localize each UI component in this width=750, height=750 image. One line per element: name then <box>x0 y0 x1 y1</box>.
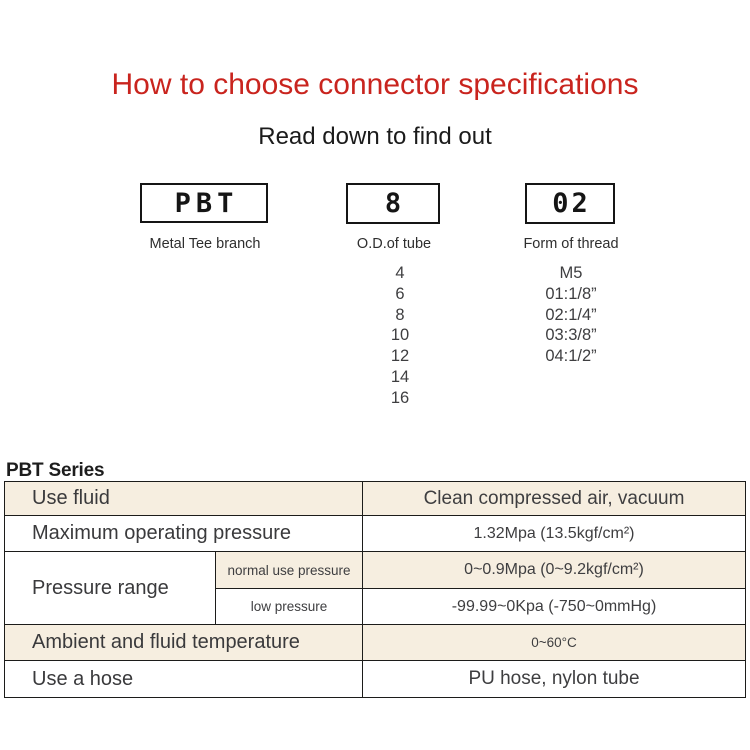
thread-form-option: M5 <box>559 264 583 282</box>
code-box-tube-od: 8 <box>346 183 440 224</box>
thread-form-option: 04:1/2” <box>545 347 597 366</box>
spec-label-pressure-range: Pressure range <box>4 551 216 625</box>
tube-od-option: 14 <box>390 367 410 386</box>
spec-label-use-fluid: Use fluid <box>4 481 363 516</box>
tube-od-option: 12 <box>390 347 410 366</box>
code-tube-od-text: 8 <box>384 188 402 219</box>
tube-od-option: 4 <box>395 264 405 282</box>
tube-od-option: 10 <box>390 326 410 345</box>
page-title: How to choose connector specifications <box>111 68 639 102</box>
thread-form-option: 03:3/8” <box>545 326 597 345</box>
spec-value-temperature: 0~60°C <box>362 624 746 661</box>
code-thread-form-text: 02 <box>552 188 591 219</box>
segment-label-series: Metal Tee branch <box>149 236 261 252</box>
series-heading: PBT Series <box>6 459 105 481</box>
spec-sublabel-normal-pressure: normal use pressure <box>215 551 363 589</box>
tube-od-option: 6 <box>395 284 405 303</box>
segment-label-tube-od: O.D.of tube <box>356 236 432 252</box>
table-row: Pressure range normal use pressure 0~0.9… <box>4 551 746 625</box>
tube-od-option: 16 <box>390 388 410 407</box>
table-row: low pressure -99.99~0Kpa (-750~0mmHg) <box>5 588 746 625</box>
thread-form-option: 02:1/4” <box>545 305 597 324</box>
tube-od-options-list: 4 6 8 10 12 14 16 <box>340 263 460 409</box>
spec-label-max-pressure: Maximum operating pressure <box>4 515 363 552</box>
table-row: Use fluid Clean compressed air, vacuum <box>4 481 746 516</box>
table-row: Use a hose PU hose, nylon tube <box>4 660 746 698</box>
page-subtitle: Read down to find out <box>258 123 492 150</box>
spec-value-normal-pressure: 0~0.9Mpa (0~9.2kgf/cm²) <box>362 551 746 589</box>
tube-od-option: 8 <box>395 305 405 324</box>
spec-value-low-pressure: -99.99~0Kpa (-750~0mmHg) <box>362 588 746 625</box>
code-series-text: PBT <box>174 187 239 219</box>
spec-value-hose: PU hose, nylon tube <box>362 660 746 698</box>
spec-label-hose: Use a hose <box>4 660 363 698</box>
table-row: Ambient and fluid temperature 0~60°C <box>4 624 746 661</box>
code-box-series: PBT <box>140 183 268 223</box>
spec-value-max-pressure: 1.32Mpa (13.5kgf/cm²) <box>362 515 746 552</box>
segment-label-thread-form: Form of thread <box>523 236 619 252</box>
spec-table: Use fluid Clean compressed air, vacuum M… <box>4 481 746 698</box>
table-row: Maximum operating pressure 1.32Mpa (13.5… <box>4 515 746 552</box>
spec-label-temperature: Ambient and fluid temperature <box>4 624 363 661</box>
thread-form-options-list: M5 01:1/8” 02:1/4” 03:3/8” 04:1/2” <box>501 263 641 367</box>
spec-value-use-fluid: Clean compressed air, vacuum <box>362 481 746 516</box>
code-box-thread-form: 02 <box>525 183 615 224</box>
thread-form-option: 01:1/8” <box>545 284 597 303</box>
spec-sublabel-low-pressure: low pressure <box>215 588 363 625</box>
